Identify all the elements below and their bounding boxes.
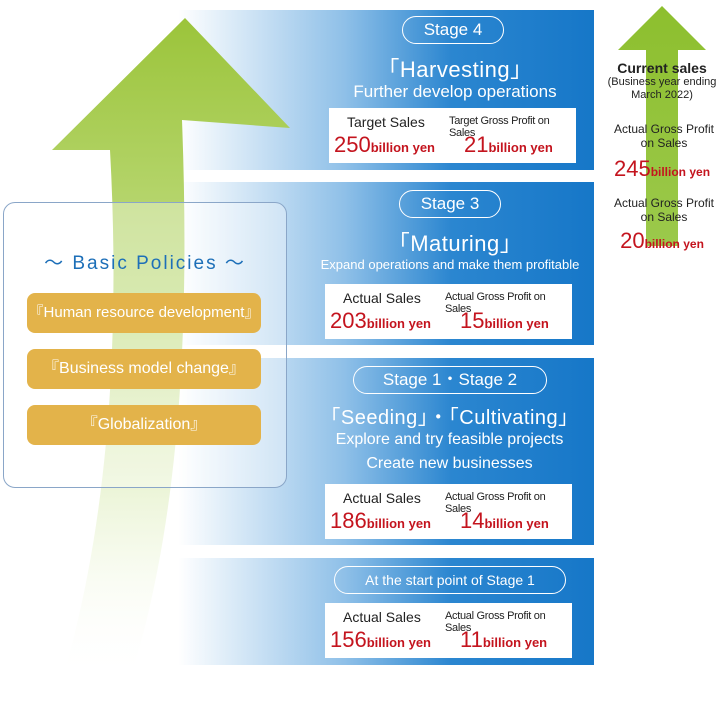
basic-policies-panel bbox=[3, 202, 287, 488]
stage12-badge: Stage 1・Stage 2 bbox=[353, 366, 547, 394]
stage12-sales-value: 186billion yen bbox=[330, 508, 432, 533]
basic-policies-title: ～ Basic Policies ～ bbox=[44, 253, 246, 274]
policy-human-resource: 『Human resource development』 bbox=[27, 293, 261, 333]
start-card: Actual Sales Actual Gross Profit on Sale… bbox=[325, 603, 572, 658]
stage3-profit-label: Actual Gross Profit on Sales bbox=[445, 291, 546, 315]
stage4-card: Target Sales Target Gross Profit on Sale… bbox=[329, 108, 576, 163]
stage12-subtitle: Explore and try feasible projects bbox=[335, 431, 564, 448]
stage12-profit-label: Actual Gross Profit on Sales bbox=[445, 491, 546, 515]
stage3-sales-value: 203billion yen bbox=[330, 308, 432, 333]
stage4-subtitle: Further develop operations bbox=[353, 82, 557, 101]
stage3-subtitle: Expand operations and make them profitab… bbox=[320, 257, 580, 272]
stage3-card: Actual Sales Actual Gross Profit on Sale… bbox=[325, 284, 572, 339]
current-sales-title: Current sales bbox=[617, 60, 707, 76]
stage4-badge: Stage 4 bbox=[402, 16, 504, 44]
stage3-title: 「Maturing」 bbox=[387, 231, 523, 256]
stage4-sales-label: Target Sales bbox=[347, 114, 425, 130]
start-sales-label: Actual Sales bbox=[343, 609, 421, 625]
current-arrow-icon bbox=[618, 6, 706, 246]
stage12-title: 「Seeding」・「Cultivating」 bbox=[320, 407, 579, 429]
stage4-title: 「Harvesting」 bbox=[377, 57, 533, 82]
current-profit-value-2: 20billion yen bbox=[620, 228, 704, 253]
stage12-profit-value: 14billion yen bbox=[460, 508, 549, 533]
current-profit-label-1: Actual Gross Profit on Sales bbox=[613, 122, 715, 150]
stage4-sales-value: 250billion yen bbox=[334, 132, 436, 157]
stage12-card: Actual Sales Actual Gross Profit on Sale… bbox=[325, 484, 572, 539]
current-sales-period: (Business year ending March 2022) bbox=[607, 76, 717, 101]
stage3-badge: Stage 3 bbox=[399, 190, 501, 218]
stage4-profit-label: Target Gross Profit on Sales bbox=[449, 115, 550, 139]
start-badge: At the start point of Stage 1 bbox=[334, 566, 566, 594]
policy-business-model: 『Business model change』 bbox=[27, 349, 261, 389]
stage3-sales-label: Actual Sales bbox=[343, 290, 421, 306]
stage12-subtitle2: Create new businesses bbox=[366, 455, 533, 472]
policy-globalization: 『Globalization』 bbox=[27, 405, 261, 445]
stage4-profit-value: 21billion yen bbox=[464, 132, 553, 157]
start-profit-value: 11billion yen bbox=[460, 627, 548, 652]
stage12-sales-label: Actual Sales bbox=[343, 490, 421, 506]
current-profit-value-1: 245billion yen bbox=[613, 156, 711, 181]
start-profit-label: Actual Gross Profit on Sales bbox=[445, 610, 546, 634]
start-sales-value: 156billion yen bbox=[330, 627, 432, 652]
stage3-profit-value: 15billion yen bbox=[460, 308, 549, 333]
current-profit-label-2: Actual Gross Profit on Sales bbox=[613, 196, 715, 224]
